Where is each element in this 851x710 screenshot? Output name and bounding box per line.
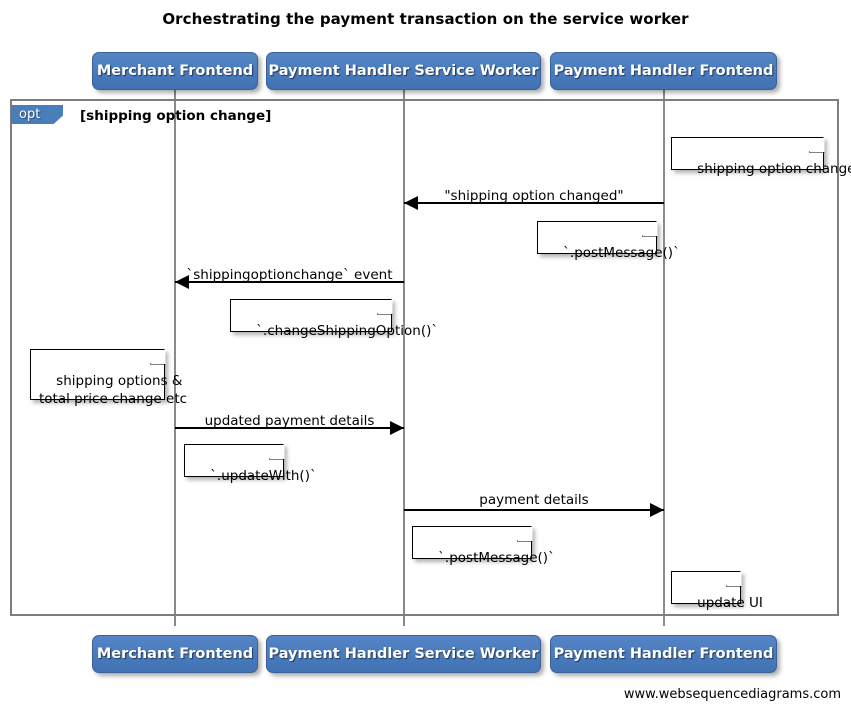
message-arrowhead-shipping-option-changed bbox=[404, 196, 418, 210]
note-change-shipping-option: `.changeShippingOption()` bbox=[230, 299, 438, 339]
participant-payment-handler-frontend-bottom[interactable]: Payment Handler Frontend bbox=[550, 635, 777, 673]
participant-payment-handler-frontend-top[interactable]: Payment Handler Frontend bbox=[550, 52, 777, 90]
note-shipping-options-total-price: shipping options & total price change et… bbox=[30, 349, 187, 407]
message-line-shipping-option-changed bbox=[404, 202, 664, 204]
participant-label: Payment Handler Service Worker bbox=[268, 646, 539, 662]
note-text: shipping options & total price change et… bbox=[39, 373, 188, 407]
opt-fragment-tag: opt bbox=[11, 105, 63, 124]
participant-payment-handler-service-worker-top[interactable]: Payment Handler Service Worker bbox=[266, 52, 541, 90]
message-arrowhead-updated-payment-details bbox=[390, 421, 404, 435]
credit-link: www.websequencediagrams.com bbox=[623, 687, 841, 702]
participant-label: Payment Handler Frontend bbox=[553, 63, 774, 79]
diagram-title: Orchestrating the payment transaction on… bbox=[162, 10, 689, 28]
note-update-with: `.updateWith()` bbox=[184, 444, 317, 484]
message-label-shippingoptionchange-event: `shippingoptionchange` event bbox=[186, 267, 393, 283]
message-line-payment-details bbox=[404, 509, 664, 511]
lifeline-merchant-frontend bbox=[174, 88, 176, 626]
note-text: shipping option changed bbox=[697, 161, 851, 177]
note-update-ui: update UI bbox=[671, 571, 763, 611]
lifeline-payment-handler-frontend bbox=[663, 88, 665, 626]
message-line-updated-payment-details bbox=[175, 427, 404, 429]
lifeline-payment-handler-service-worker bbox=[403, 88, 405, 626]
opt-fragment-frame bbox=[10, 99, 839, 616]
note-text: `.postMessage()` bbox=[563, 245, 680, 261]
participant-merchant-frontend-bottom[interactable]: Merchant Frontend bbox=[92, 635, 258, 673]
opt-fragment-condition: [shipping option change] bbox=[80, 108, 272, 124]
note-text: `.updateWith()` bbox=[210, 468, 317, 484]
note-text: `.postMessage()` bbox=[438, 550, 555, 566]
participant-payment-handler-service-worker-bottom[interactable]: Payment Handler Service Worker bbox=[266, 635, 541, 673]
note-shipping-option-changed: shipping option changed bbox=[671, 137, 851, 177]
message-arrowhead-payment-details bbox=[650, 503, 664, 517]
participant-merchant-frontend-top[interactable]: Merchant Frontend bbox=[92, 52, 258, 90]
note-post-message-1: `.postMessage()` bbox=[537, 221, 680, 261]
participant-label: Merchant Frontend bbox=[96, 646, 254, 662]
message-label-payment-details: payment details bbox=[479, 492, 589, 508]
message-line-shippingoptionchange-event bbox=[175, 281, 404, 283]
message-label-updated-payment-details: updated payment details bbox=[204, 413, 375, 429]
message-label-shipping-option-changed: "shipping option changed" bbox=[444, 188, 624, 204]
message-arrowhead-shippingoptionchange-event bbox=[175, 275, 189, 289]
participant-label: Merchant Frontend bbox=[96, 63, 254, 79]
note-post-message-2: `.postMessage()` bbox=[412, 526, 555, 566]
note-text: update UI bbox=[697, 595, 763, 611]
participant-label: Payment Handler Service Worker bbox=[268, 63, 539, 79]
note-text: `.changeShippingOption()` bbox=[256, 323, 439, 339]
participant-label: Payment Handler Frontend bbox=[553, 646, 774, 662]
